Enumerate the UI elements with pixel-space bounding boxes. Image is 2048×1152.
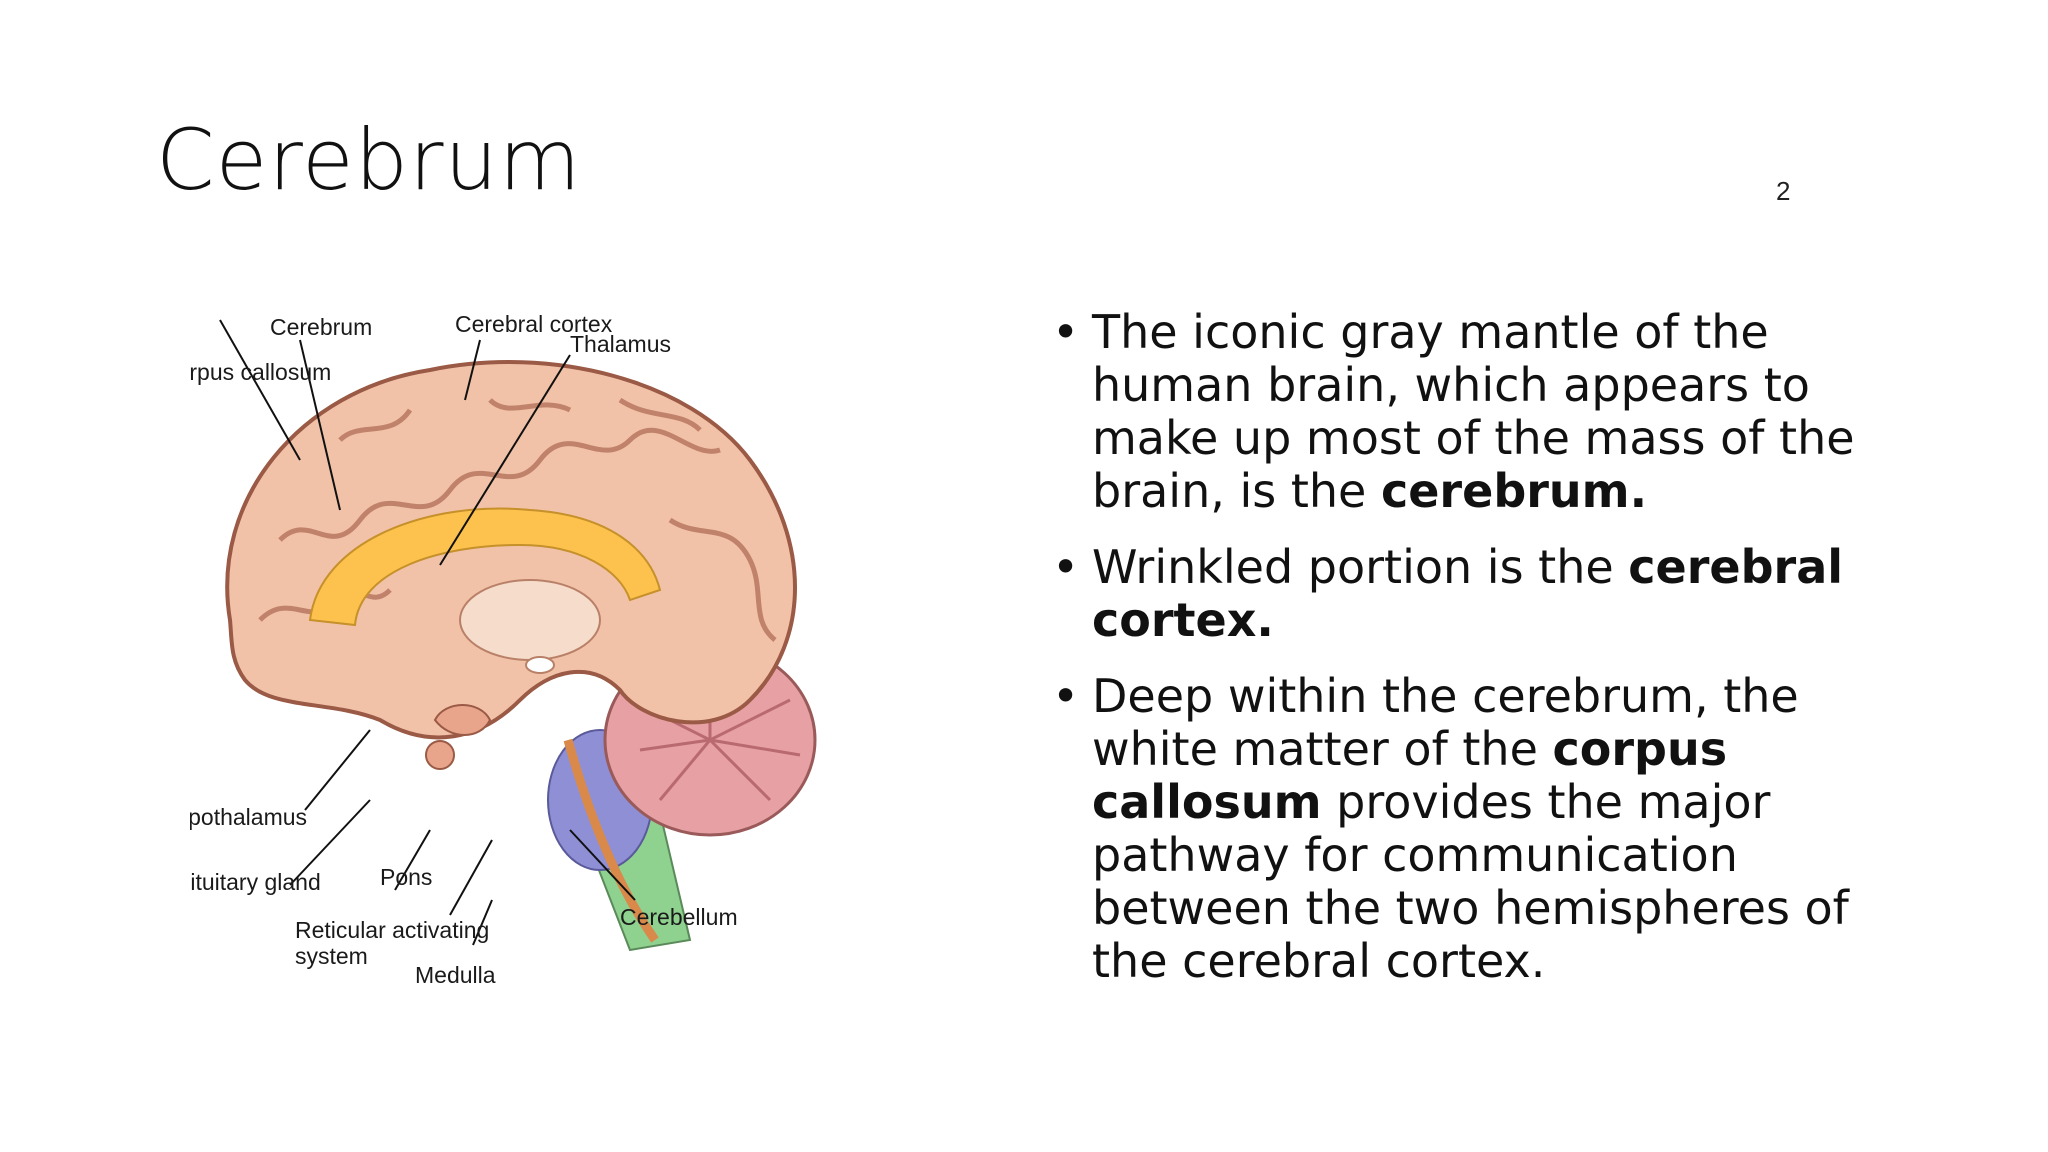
bullet-text: provides the major pathway for communica…: [1092, 775, 1849, 988]
bullet-text: Wrinkled portion is the: [1092, 540, 1629, 594]
thalamus-shape: [459, 579, 601, 661]
bullet-text: The iconic gray mantle of the human brai…: [1092, 305, 1855, 518]
label-pituitary-gland: Pituitary gland: [190, 869, 321, 895]
label-reticular-2: system: [295, 943, 368, 969]
bullet-item: Wrinkled portion is the cerebral cortex.: [1052, 541, 1872, 647]
pituitary-shape: [425, 740, 455, 770]
brain-diagram: Cerebrum Cerebral cortex Corpus callosum…: [190, 300, 950, 1020]
label-thalamus: Thalamus: [570, 331, 671, 357]
label-cerebrum: Cerebrum: [270, 314, 372, 340]
corpus-callosum-shape: [308, 507, 662, 627]
reticular-shape: [563, 738, 659, 943]
label-cerebral-cortex: Cerebral cortex: [455, 311, 613, 337]
brain-diagram-svg: Cerebrum Cerebral cortex Corpus callosum…: [190, 311, 817, 988]
label-medulla: Medulla: [415, 962, 496, 988]
bullet-item: Deep within the cerebrum, the white matt…: [1052, 670, 1872, 988]
gyri-3: [668, 517, 777, 642]
bullet-text: Deep within the cerebrum, the white matt…: [1092, 669, 1799, 776]
leader-lines: [219, 319, 636, 946]
bullet-bold: cerebral cortex.: [1092, 540, 1844, 647]
label-corpus-callosum: Corpus callosum: [190, 359, 331, 385]
label-hypothalamus: Hypothalamus: [190, 804, 307, 830]
label-cerebellum: Cerebellum: [620, 904, 738, 930]
bullet-bold: corpus callosum: [1092, 722, 1728, 829]
label-reticular-1: Reticular activating: [295, 917, 489, 943]
gyri-4: [338, 397, 702, 442]
slide-title: Cerebrum: [156, 111, 582, 209]
cerebrum-shape: [225, 360, 797, 740]
bullet-bold: cerebrum.: [1380, 464, 1648, 518]
bullet-list: The iconic gray mantle of the human brai…: [1052, 306, 1872, 1011]
thalamus-center: [525, 656, 555, 674]
hypothalamus-shape: [433, 704, 492, 736]
gyri-1: [278, 427, 721, 542]
page-number: 2: [1776, 176, 1791, 206]
bullet-item: The iconic gray mantle of the human brai…: [1052, 306, 1872, 518]
label-pons: Pons: [380, 864, 432, 890]
